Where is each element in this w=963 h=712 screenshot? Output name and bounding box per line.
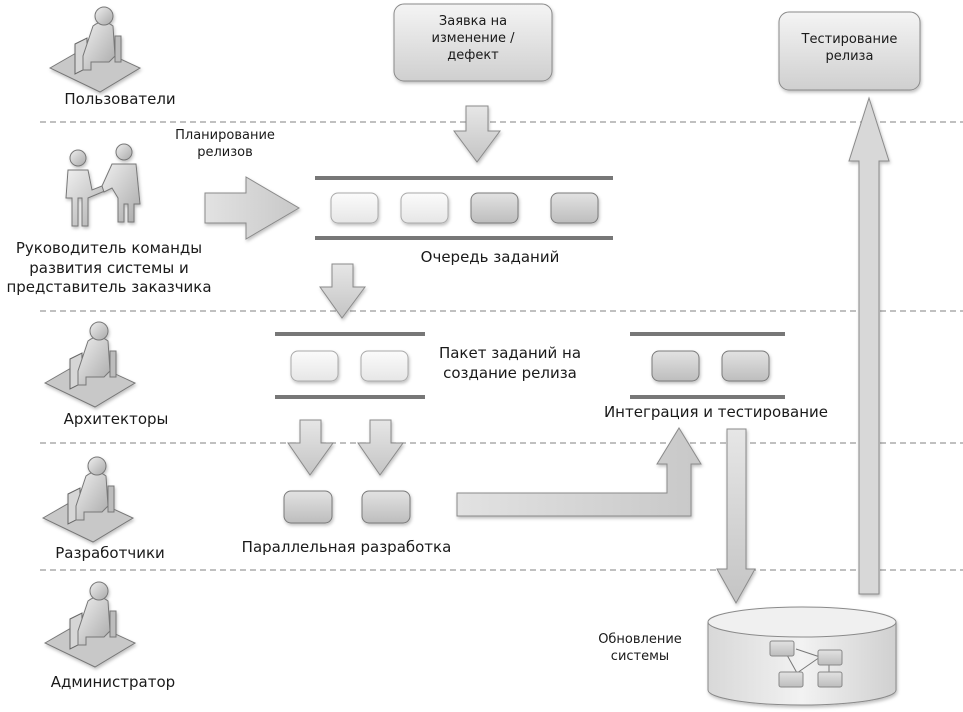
integration-task-item[interactable] bbox=[721, 350, 770, 382]
release-package-label: Пакет заданий на создание релиза bbox=[430, 344, 590, 383]
system-update-label: Обновление системы bbox=[585, 632, 695, 666]
dev-task-item[interactable] bbox=[361, 490, 411, 524]
release-planning-label: Планирование релизов bbox=[170, 128, 280, 162]
system-structure-icon bbox=[769, 640, 843, 688]
queue-task-item[interactable] bbox=[470, 192, 519, 224]
integration-bottom-bar bbox=[630, 395, 785, 399]
role-label-manager: Руководитель команды развития системы и … bbox=[0, 239, 218, 298]
change-request-box[interactable] bbox=[393, 3, 553, 82]
release-package-line: Пакет заданий на bbox=[438, 344, 582, 362]
integration-task-item[interactable] bbox=[651, 350, 700, 382]
release-testing-box[interactable] bbox=[778, 11, 921, 91]
user-at-computer-icon bbox=[48, 6, 142, 93]
release-testing-label: Тестирование релиза bbox=[779, 32, 920, 66]
developer-at-computer-icon bbox=[41, 456, 135, 543]
integration-label: Интеграция и тестирование bbox=[603, 403, 829, 421]
package-bottom-bar bbox=[275, 395, 425, 399]
change-request-line: Заявка на bbox=[438, 14, 508, 29]
queue-task-item[interactable] bbox=[550, 192, 599, 224]
handshake-people-icon bbox=[65, 143, 141, 227]
role-label-admin: Администратор bbox=[50, 673, 176, 691]
release-testing-line: релиза bbox=[825, 48, 874, 64]
release-testing-line: Тестирование bbox=[801, 32, 898, 47]
role-label-users: Пользователи bbox=[64, 90, 176, 108]
release-planning-line: Планирование bbox=[175, 128, 275, 143]
integration-top-bar bbox=[630, 332, 785, 336]
system-cylinder[interactable] bbox=[707, 606, 897, 706]
arrow-up-to-release-testing bbox=[848, 96, 890, 595]
role-label-manager-line: представитель заказчика bbox=[6, 278, 212, 296]
parallel-dev-label: Параллельная разработка bbox=[241, 538, 452, 556]
role-label-manager-line: Руководитель команды bbox=[15, 239, 203, 257]
release-package-line: создание релиза bbox=[443, 363, 577, 382]
system-update-line: Обновление bbox=[598, 632, 682, 647]
queue-task-item[interactable] bbox=[400, 192, 449, 224]
arrow-down-to-update bbox=[716, 428, 756, 605]
task-queue-label: Очередь заданий bbox=[420, 248, 560, 266]
role-label-architects: Архитекторы bbox=[63, 410, 169, 428]
dev-task-item[interactable] bbox=[283, 490, 333, 524]
arrow-down-to-dev-1 bbox=[287, 419, 334, 476]
queue-bottom-bar bbox=[315, 236, 613, 240]
change-request-label: Заявка на изменение / дефект bbox=[394, 14, 552, 65]
arrow-down-to-queue bbox=[453, 105, 501, 163]
package-task-item[interactable] bbox=[360, 350, 409, 382]
system-update-line: системы bbox=[610, 648, 670, 664]
package-task-item[interactable] bbox=[290, 350, 339, 382]
architect-at-computer-icon bbox=[43, 321, 137, 408]
arrow-down-to-package bbox=[319, 263, 366, 319]
arrow-dev-to-integration bbox=[456, 427, 702, 517]
admin-at-computer-icon bbox=[43, 581, 137, 668]
role-label-developers: Разработчики bbox=[55, 544, 165, 562]
release-planning-line: релизов bbox=[197, 144, 253, 160]
change-request-line: изменение / bbox=[431, 30, 515, 46]
change-request-line: дефект bbox=[447, 47, 499, 63]
planning-arrow-right bbox=[204, 176, 300, 240]
lane-dividers bbox=[40, 121, 963, 571]
package-top-bar bbox=[275, 332, 425, 336]
queue-top-bar bbox=[315, 176, 613, 180]
arrow-down-to-dev-2 bbox=[357, 419, 404, 476]
queue-task-item[interactable] bbox=[330, 192, 379, 224]
role-label-manager-line: развития системы и bbox=[29, 258, 189, 277]
